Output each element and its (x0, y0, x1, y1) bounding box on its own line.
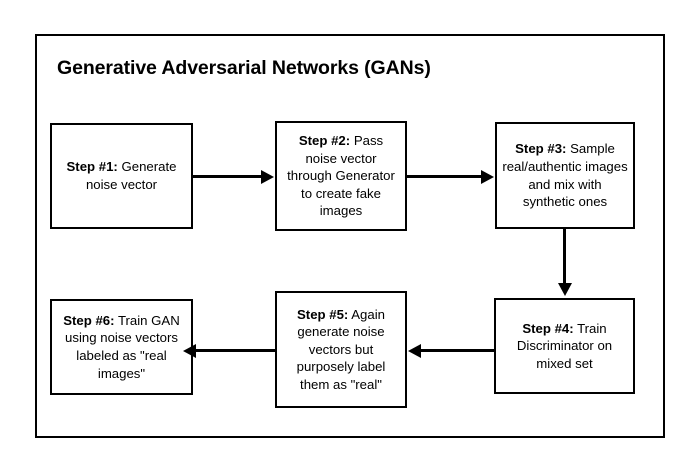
arrow-step3-to-step4-line (563, 229, 566, 284)
step-5-label: Step #5: (297, 306, 349, 322)
step-5-text: Step #5: Again generate noise vectors bu… (282, 306, 400, 394)
page-title: Generative Adversarial Networks (GANs) (57, 57, 431, 79)
arrow-right-icon (481, 169, 494, 184)
step-2-text: Step #2: Pass noise vector through Gener… (282, 132, 400, 220)
arrow-right-icon (261, 169, 274, 184)
step-5-body: Again generate noise vectors but purpose… (296, 306, 386, 392)
step-4-body: Train Discriminator on mixed set (516, 320, 613, 371)
step-4-label: Step #4: (522, 320, 574, 336)
step-6-label: Step #6: (63, 312, 115, 328)
step-1-body: Generate noise vector (85, 159, 177, 192)
arrow-left-icon (408, 343, 421, 358)
arrow-step4-to-step5-line (419, 349, 494, 352)
arrow-step2-to-step3-line (407, 175, 482, 178)
arrow-down-icon (557, 283, 572, 296)
step-6-text: Step #6: Train GAN using noise vectors l… (57, 312, 186, 382)
arrow-left-icon (183, 343, 196, 358)
step-1-label: Step #1: (66, 159, 118, 175)
arrow-step1-to-step2-line (193, 175, 262, 178)
step-2-body: Pass noise vector through Generator to c… (287, 133, 395, 219)
arrow-step5-to-step6-line (194, 349, 275, 352)
step-3-label: Step #3: (515, 141, 567, 157)
step-box-2[interactable]: Step #2: Pass noise vector through Gener… (275, 121, 407, 231)
step-box-4[interactable]: Step #4: Train Discriminator on mixed se… (494, 298, 635, 394)
step-3-text: Step #3: Sample real/authentic images an… (502, 140, 628, 210)
step-1-text: Step #1: Generate noise vector (57, 158, 186, 193)
step-2-label: Step #2: (298, 133, 351, 149)
step-box-6[interactable]: Step #6: Train GAN using noise vectors l… (50, 299, 193, 395)
step-box-1[interactable]: Step #1: Generate noise vector (50, 123, 193, 229)
step-box-5[interactable]: Step #5: Again generate noise vectors bu… (275, 291, 407, 408)
step-4-text: Step #4: Train Discriminator on mixed se… (501, 320, 628, 373)
step-3-body: Sample real/authentic images and mix wit… (502, 141, 628, 210)
step-box-3[interactable]: Step #3: Sample real/authentic images an… (495, 122, 635, 229)
step-6-body: Train GAN using noise vectors labeled as… (65, 312, 180, 381)
